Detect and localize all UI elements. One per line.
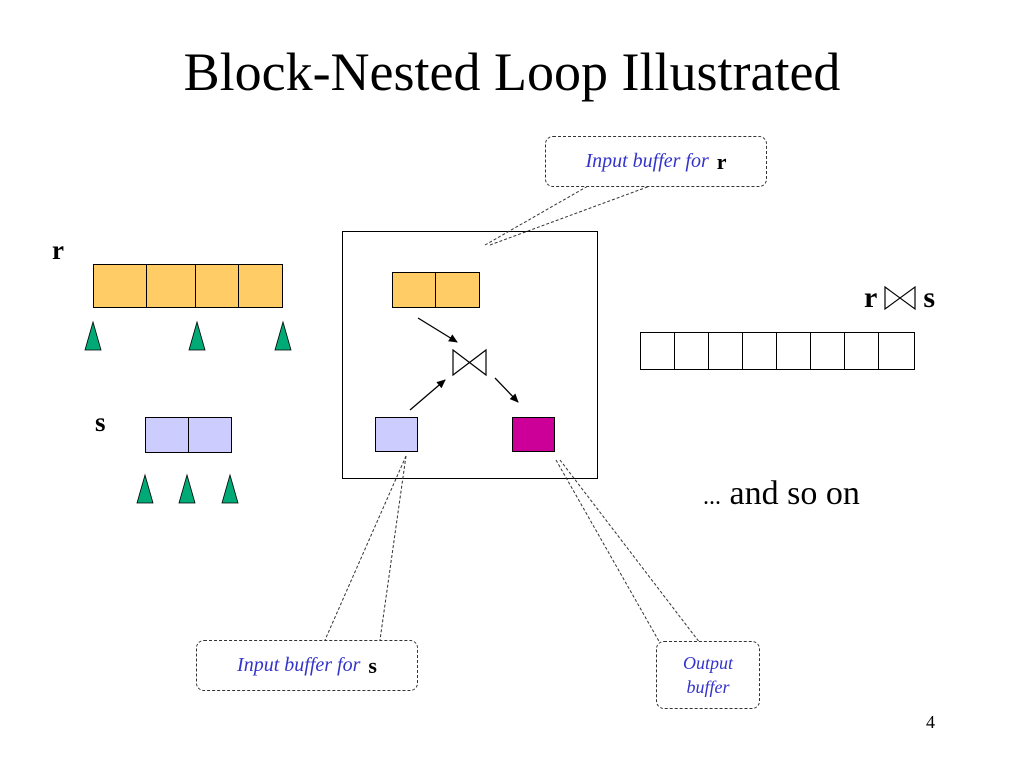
memory-buffer-box <box>342 231 598 479</box>
ellipsis: ... <box>703 484 721 510</box>
result-block <box>641 333 675 369</box>
pointer-triangle-icon <box>178 473 196 504</box>
s-buffer-leader <box>324 455 407 641</box>
r-input-buffer <box>392 272 480 308</box>
join-operator-icon <box>452 348 487 377</box>
pointer-triangle-icon <box>221 473 239 504</box>
r-block <box>94 265 147 307</box>
pointer-triangle-icon <box>274 320 292 351</box>
arrow-s-to-join <box>409 379 446 411</box>
r-buffer-leader <box>489 185 651 246</box>
arrow-join-to-output <box>494 377 519 403</box>
s-input-buffer <box>375 417 418 452</box>
relation-s-label: s <box>95 407 106 437</box>
result-label: r s <box>864 281 935 315</box>
result-block <box>743 333 777 369</box>
s-buffer-leader <box>379 455 407 641</box>
s-buffer-callout-var: s <box>368 652 377 678</box>
page-number: 4 <box>926 712 935 732</box>
output-buffer-leader <box>555 459 661 644</box>
r-buffer-block <box>393 273 436 307</box>
output-buffer-leader <box>559 459 701 644</box>
s-buffer-callout: Input buffer for s <box>196 640 418 691</box>
r-block <box>147 265 196 307</box>
pointer-triangle-icon <box>136 473 154 504</box>
relation-r-blocks <box>93 264 283 308</box>
result-block <box>845 333 879 369</box>
join-symbol-icon <box>884 285 916 311</box>
output-buffer <box>512 417 555 452</box>
result-right: s <box>923 281 936 314</box>
r-block <box>196 265 239 307</box>
slide-title: Block-Nested Loop Illustrated <box>183 42 841 102</box>
pointer-triangle-icon <box>188 320 206 351</box>
continuation-text: ... and so on <box>703 474 860 517</box>
output-buffer-callout-line1: Output <box>682 653 733 673</box>
result-block <box>709 333 743 369</box>
s-block <box>146 418 189 452</box>
result-block <box>777 333 811 369</box>
result-block <box>811 333 845 369</box>
result-left: r <box>864 281 878 314</box>
s-buffer-callout-text: Input buffer for <box>237 654 361 676</box>
result-block <box>675 333 709 369</box>
and-so-on: and so on <box>721 475 860 512</box>
relation-s-blocks <box>145 417 232 453</box>
pointer-triangle-icon <box>84 320 102 351</box>
output-buffer-callout-line2: buffer <box>686 677 730 697</box>
result-blocks <box>640 332 915 370</box>
arrow-r-to-join <box>417 317 458 343</box>
r-buffer-callout: Input buffer for r <box>545 136 767 187</box>
r-buffer-callout-var: r <box>716 148 727 174</box>
r-buffer-leader <box>484 185 589 246</box>
r-buffer-callout-text: Input buffer for <box>585 150 709 172</box>
relation-r-label: r <box>52 235 64 265</box>
output-buffer-callout: Output buffer <box>656 641 760 709</box>
